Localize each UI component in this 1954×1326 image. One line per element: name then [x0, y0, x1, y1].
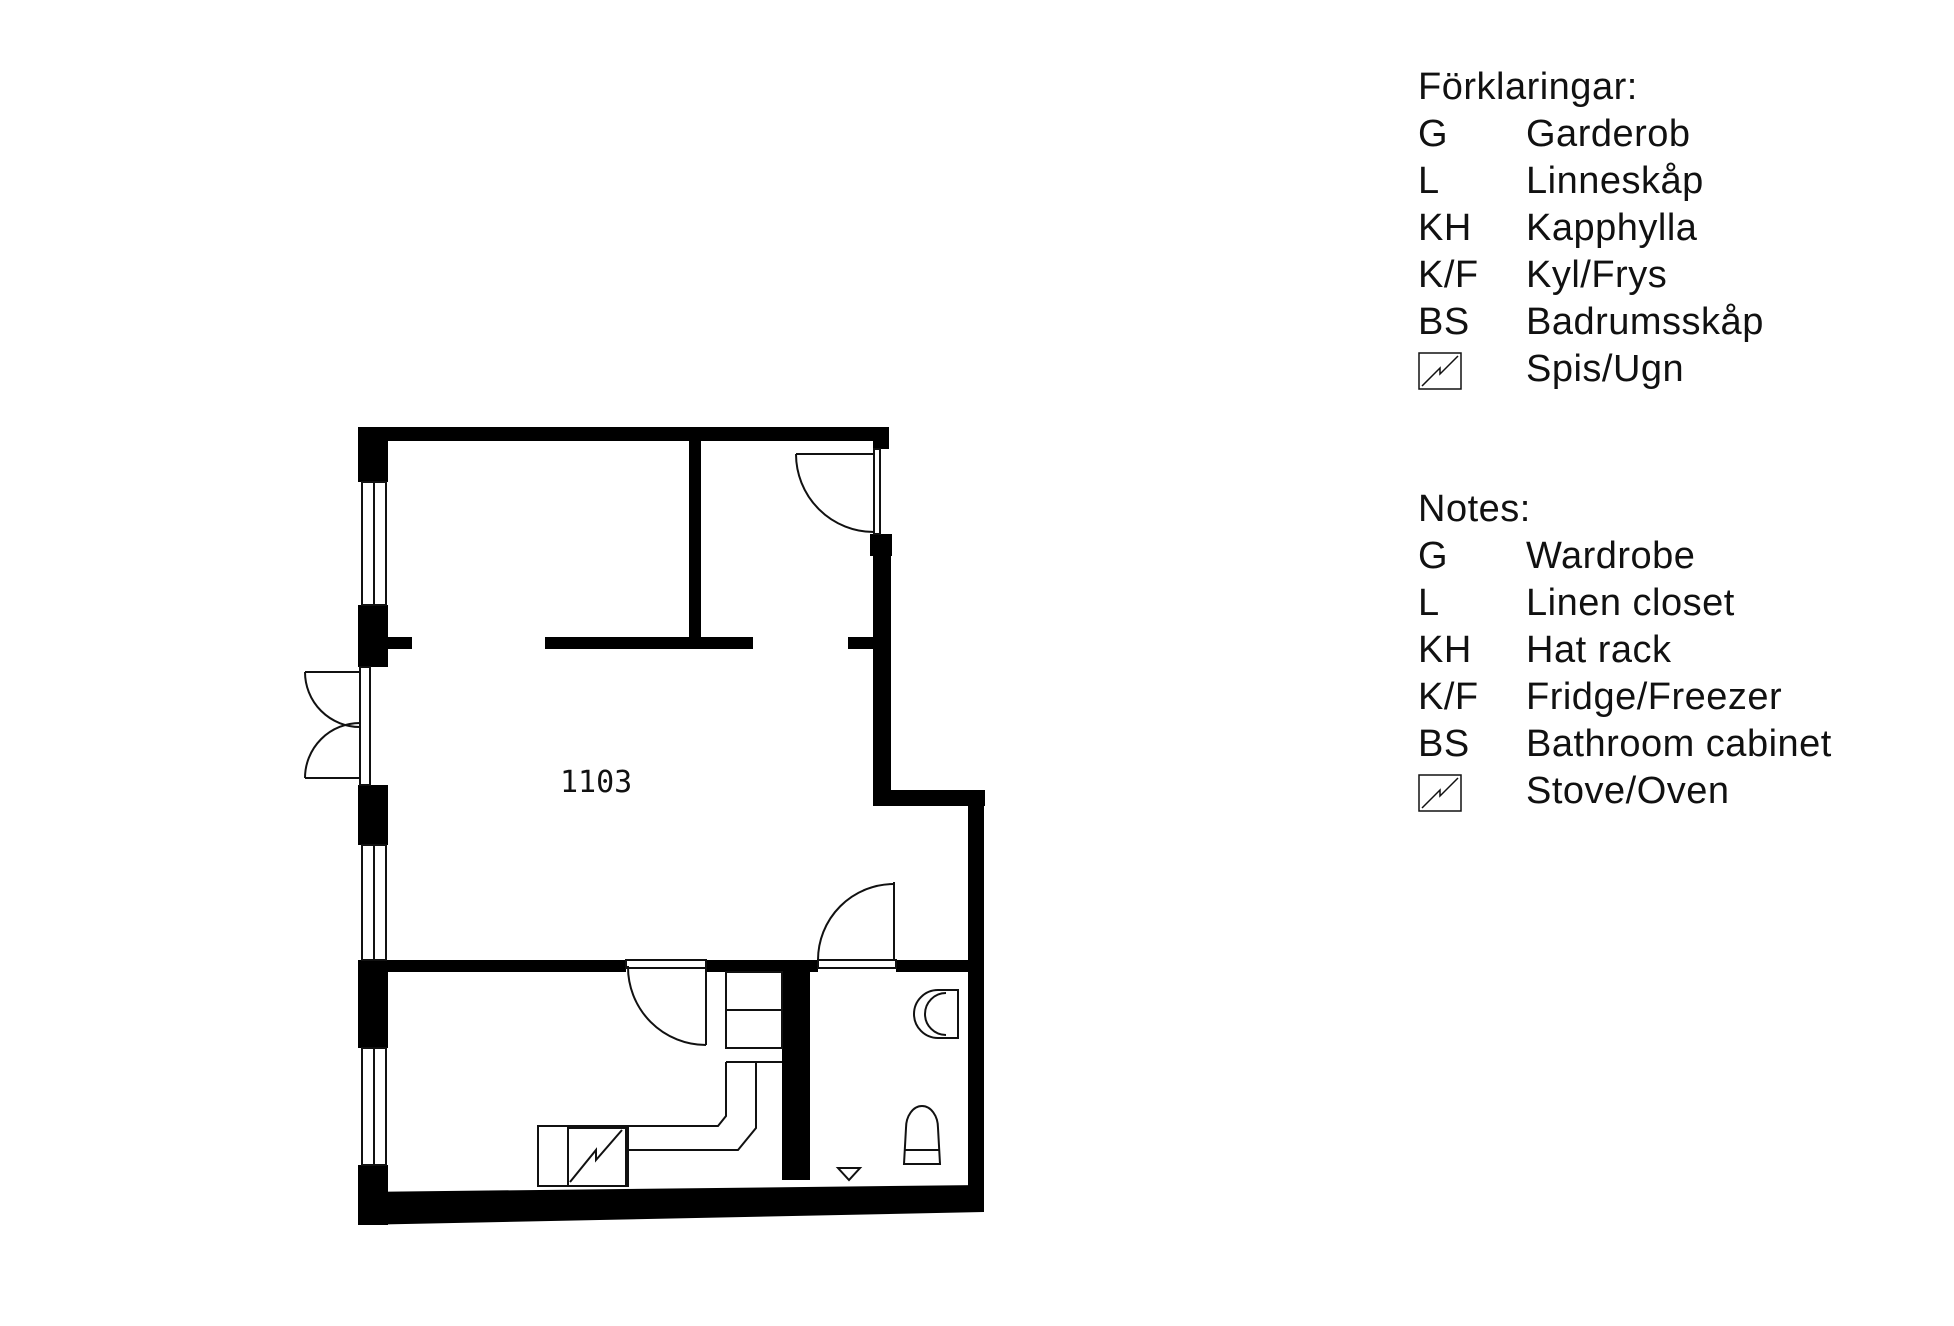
- legend-label: Fridge/Freezer: [1526, 676, 1783, 718]
- legend-item: K/F Fridge/Freezer: [1418, 676, 1782, 718]
- legend-label: Kyl/Frys: [1526, 254, 1668, 296]
- windows: [361, 481, 387, 1166]
- legend-item: BS Bathroom cabinet: [1418, 723, 1831, 765]
- legend-label: Garderob: [1526, 113, 1691, 155]
- legend-item: BS Badrumsskåp: [1418, 301, 1763, 343]
- sink: [913, 989, 959, 1039]
- legend-code: BS: [1418, 723, 1470, 765]
- floor-drain: [835, 1167, 863, 1182]
- left-pillar-top: [358, 427, 388, 482]
- bathroom-fixtures: [835, 989, 959, 1182]
- interior-stub-left: [388, 637, 412, 649]
- legend-item: K/F Kyl/Frys: [1418, 254, 1667, 296]
- legend-code: KH: [1418, 207, 1472, 249]
- legend-code: L: [1418, 160, 1440, 202]
- legend-item: Stove/Oven: [1418, 772, 1729, 812]
- legend-label: Hat rack: [1526, 629, 1672, 671]
- legend-label: Bathroom cabinet: [1526, 723, 1832, 765]
- legend-label: Wardrobe: [1526, 535, 1696, 577]
- left-pillar-mid2: [358, 785, 388, 845]
- interior-stub-right: [848, 637, 876, 649]
- step-wall: [873, 790, 985, 806]
- kitchen-door: [625, 959, 707, 1046]
- balcony-door: [304, 666, 371, 786]
- legend-code: G: [1418, 113, 1449, 155]
- right-wall-upper-cap: [870, 534, 892, 556]
- legend-label: Linen closet: [1526, 582, 1735, 624]
- left-pillar-mid3: [358, 960, 388, 1048]
- legend-label: Spis/Ugn: [1526, 348, 1685, 390]
- left-pillar-mid1: [358, 605, 388, 667]
- legend-code: L: [1418, 582, 1440, 624]
- kitchen-top-wall-a: [388, 960, 626, 972]
- bath-top-wall: [896, 960, 976, 972]
- legend-swedish: Förklaringar: G Garderob L Linneskåp KH …: [1418, 66, 1763, 397]
- legend-title: Förklaringar:: [1418, 66, 1638, 108]
- legend-label: Badrumsskåp: [1526, 301, 1764, 343]
- closet-partition: [689, 440, 701, 646]
- legend-code: G: [1418, 535, 1449, 577]
- legend-label: Kapphylla: [1526, 207, 1698, 249]
- bath-partition: [782, 960, 810, 1180]
- toilet: [902, 1105, 942, 1165]
- right-wall-upper: [873, 534, 891, 804]
- entrance-door: [795, 448, 881, 535]
- interior-wall-mid: [545, 637, 753, 649]
- stove-oven-icon: [1418, 352, 1462, 390]
- bottom-wall: [358, 1185, 984, 1225]
- legend-title: Notes:: [1418, 488, 1531, 530]
- legend-item: L Linneskåp: [1418, 160, 1703, 202]
- room-number: 1103: [560, 765, 632, 800]
- legend-item: KH Kapphylla: [1418, 207, 1697, 249]
- legend-item: G Garderob: [1418, 113, 1690, 155]
- stove-oven-icon: [1418, 774, 1462, 812]
- legend-item: G Wardrobe: [1418, 535, 1695, 577]
- legend-code: K/F: [1418, 254, 1479, 296]
- legend-label: Linneskåp: [1526, 160, 1704, 202]
- legend-item: L Linen closet: [1418, 582, 1734, 624]
- legend-item: Spis/Ugn: [1418, 350, 1684, 390]
- legend-code: KH: [1418, 629, 1472, 671]
- walls: [358, 427, 985, 1225]
- top-wall: [358, 427, 886, 441]
- stove-oven-icon: [567, 1127, 627, 1187]
- legend-english: Notes: G Wardrobe L Linen closet KH Hat …: [1418, 488, 1831, 819]
- legend-label: Stove/Oven: [1526, 770, 1730, 812]
- bathroom-door: [817, 882, 897, 969]
- legend-code: K/F: [1418, 676, 1479, 718]
- legend-code: BS: [1418, 301, 1470, 343]
- legend-item: KH Hat rack: [1418, 629, 1671, 671]
- kitchen-counter: [537, 971, 783, 1187]
- top-right-post: [873, 427, 889, 449]
- right-wall-lower: [968, 790, 984, 1212]
